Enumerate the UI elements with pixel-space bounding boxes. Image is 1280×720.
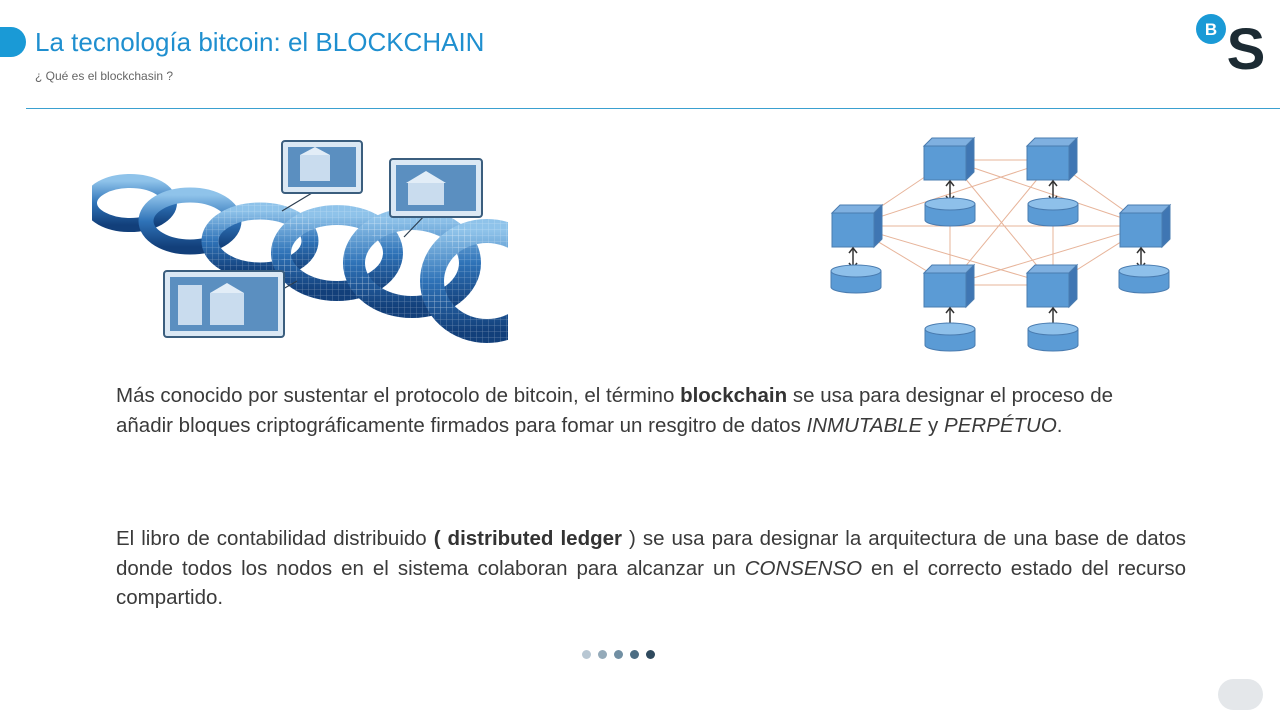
- network-node: [922, 263, 976, 352]
- network-node: [1118, 203, 1172, 294]
- p2-text-end: en el correcto estado del recurso compar…: [116, 556, 1187, 610]
- network-node: [1025, 263, 1079, 352]
- progress-dot: [646, 650, 655, 659]
- network-node: [922, 136, 976, 227]
- p2-text-start: El libro de contabilidad distribuido: [116, 527, 434, 550]
- p2-term-distributed-ledger: ( distributed ledger: [433, 527, 622, 550]
- header-divider: [26, 108, 1280, 109]
- paragraph-distributed-ledger: El libro de contabilidad distribuido ( d…: [116, 524, 1186, 613]
- p2-text-mid: ) se usa para designar la arquitectura d…: [116, 527, 1186, 580]
- progress-dot: [598, 650, 607, 659]
- blockchain-chain-illustration: [92, 140, 508, 343]
- distributed-ledger-diagram: [830, 136, 1172, 352]
- p1-term-blockchain: blockchain: [680, 384, 788, 407]
- p1-text-mid: se usa para designar el proceso de añadi…: [116, 384, 1114, 437]
- paragraph-blockchain-definition: Más conocido por sustentar el protocolo …: [116, 381, 1134, 440]
- network-node: [1025, 136, 1079, 227]
- progress-dot: [582, 650, 591, 659]
- bank-logo: BS B S: [1196, 14, 1266, 72]
- p2-term-consenso: CONSENSO: [744, 556, 863, 580]
- page-title: La tecnología bitcoin: el BLOCKCHAIN: [35, 27, 485, 57]
- title-accent-tab: [0, 27, 26, 57]
- network-node: [830, 203, 884, 294]
- progress-dot: [614, 650, 623, 659]
- p1-text-end: .: [1056, 413, 1063, 437]
- svg-text:S: S: [1227, 17, 1266, 72]
- p1-text-start: Más conocido por sustentar el protocolo …: [116, 384, 681, 407]
- p1-term-perpetuo: PERPÉTUO: [944, 413, 1057, 437]
- p1-term-inmutable: INMUTABLE: [806, 413, 923, 437]
- progress-dot: [630, 650, 639, 659]
- page-subtitle: ¿ Qué es el blockchasin ?: [35, 69, 174, 83]
- slide-progress-dots: [582, 650, 655, 659]
- slide-nav-button[interactable]: [1218, 679, 1263, 710]
- svg-text:B: B: [1205, 20, 1217, 39]
- p1-conjunction: y: [922, 413, 945, 437]
